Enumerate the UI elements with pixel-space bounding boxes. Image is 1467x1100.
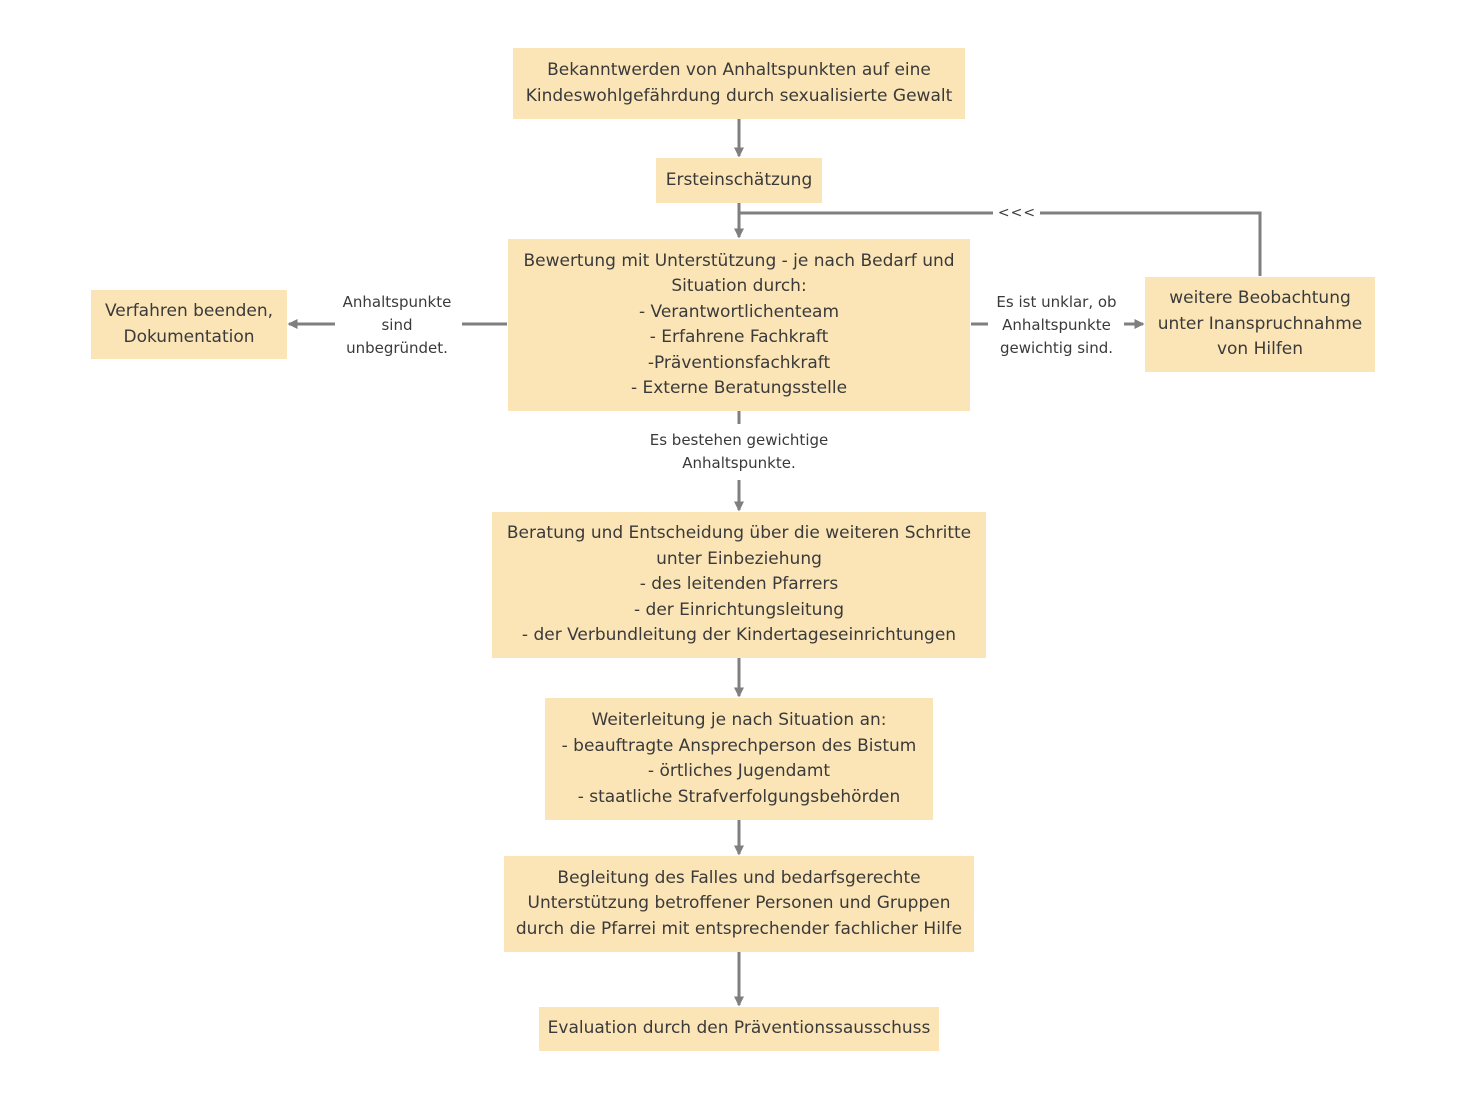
node-evaluation: Evaluation durch den Präventionssausschu… (539, 1007, 939, 1051)
edge-label-unbegruendet-line: sind (381, 316, 413, 334)
node-beratung-line: - des leitenden Pfarrers (639, 574, 839, 595)
node-beratung-line: - der Einrichtungsleitung (633, 599, 845, 620)
node-beratung-line: - der Verbundleitung der Kindertageseinr… (521, 625, 957, 646)
node-weiterleitung-line: - örtliches Jugendamt (647, 761, 831, 781)
node-bewertung-line: - Externe Beratungsstelle (630, 378, 848, 398)
edge-label-unbegruendet-line: unbegründet. (346, 339, 448, 357)
node-bewertung: Bewertung mit Unterstützung - je nach Be… (508, 239, 970, 411)
node-bewertung-line: Bewertung mit Unterstützung - je nach Be… (523, 250, 955, 271)
feedback-line-right (1040, 211, 1262, 276)
node-start-line: Kindeswohlgefährdung durch sexualisierte… (525, 85, 953, 106)
edge-label-unklar-line: Anhaltspunkte (1002, 316, 1111, 334)
edge-label-unbegruendet: Anhaltspunkte sind unbegründet. (332, 291, 462, 360)
node-weiterleitung-line: - staatliche Strafverfolgungsbehörden (577, 786, 901, 807)
node-weiterleitung: Weiterleitung je nach Situation an: - be… (545, 698, 933, 820)
edge-label-gewichtig: Es bestehen gewichtige Anhaltspunkte. (629, 429, 849, 475)
edge-label-unklar: Es ist unklar, ob Anhaltspunkte gewichti… (984, 291, 1129, 360)
node-weitere-beobachtung-line: unter Inanspruchnahme (1157, 313, 1363, 334)
node-verfahren-beenden-line: Verfahren beenden, (104, 301, 274, 321)
node-ersteinschaetzung-line: Ersteinschätzung (665, 169, 813, 190)
edge-label-gewichtig-line: Es bestehen gewichtige (649, 431, 829, 449)
edge-label-gewichtig-line: Anhaltspunkte. (682, 454, 796, 472)
edge-label-unklar-line: Es ist unklar, ob (996, 293, 1117, 311)
node-weitere-beobachtung-line: weitere Beobachtung (1169, 288, 1351, 309)
node-weitere-beobachtung: weitere Beobachtung unter Inanspruchnahm… (1145, 277, 1375, 372)
node-begleitung-line: Unterstützung betroffener Personen und G… (527, 893, 951, 914)
node-beratung-line: Beratung und Entscheidung über die weite… (506, 523, 972, 544)
edge-label-unbegruendet-line: Anhaltspunkte (342, 293, 452, 311)
node-evaluation-line: Evaluation durch den Präventionssausschu… (547, 1018, 931, 1039)
node-beratung: Beratung und Entscheidung über die weite… (492, 512, 986, 658)
edge-label-unklar-line: gewichtig sind. (999, 339, 1114, 357)
node-verfahren-beenden-line: Dokumentation (123, 326, 255, 347)
node-begleitung-line: Begleitung des Falles und bedarfsgerecht… (557, 867, 921, 888)
node-bewertung-line: - Verantwortlichenteam (638, 301, 839, 322)
node-bewertung-line: - Erfahrene Fachkraft (649, 327, 829, 347)
node-weitere-beobachtung-line: von Hilfen (1216, 339, 1304, 360)
node-start: Bekanntwerden von Anhaltspunkten auf ein… (513, 48, 965, 119)
edge-label-feedback: <<< (997, 205, 1037, 221)
node-start-line: Bekanntwerden von Anhaltspunkten auf ein… (547, 60, 931, 80)
node-weiterleitung-line: Weiterleitung je nach Situation an: (591, 710, 887, 730)
node-ersteinschaetzung: Ersteinschätzung (656, 158, 822, 203)
node-begleitung-line: durch die Pfarrei mit entsprechender fac… (515, 918, 963, 939)
node-weiterleitung-line: - beauftragte Ansprechperson des Bistum (561, 735, 917, 756)
node-beratung-line: unter Einbeziehung (656, 548, 822, 569)
node-bewertung-line: Situation durch: (671, 276, 807, 296)
node-begleitung: Begleitung des Falles und bedarfsgerecht… (504, 856, 974, 952)
node-bewertung-line: -Präventionsfachkraft (647, 352, 831, 373)
node-verfahren-beenden: Verfahren beenden, Dokumentation (91, 290, 287, 359)
